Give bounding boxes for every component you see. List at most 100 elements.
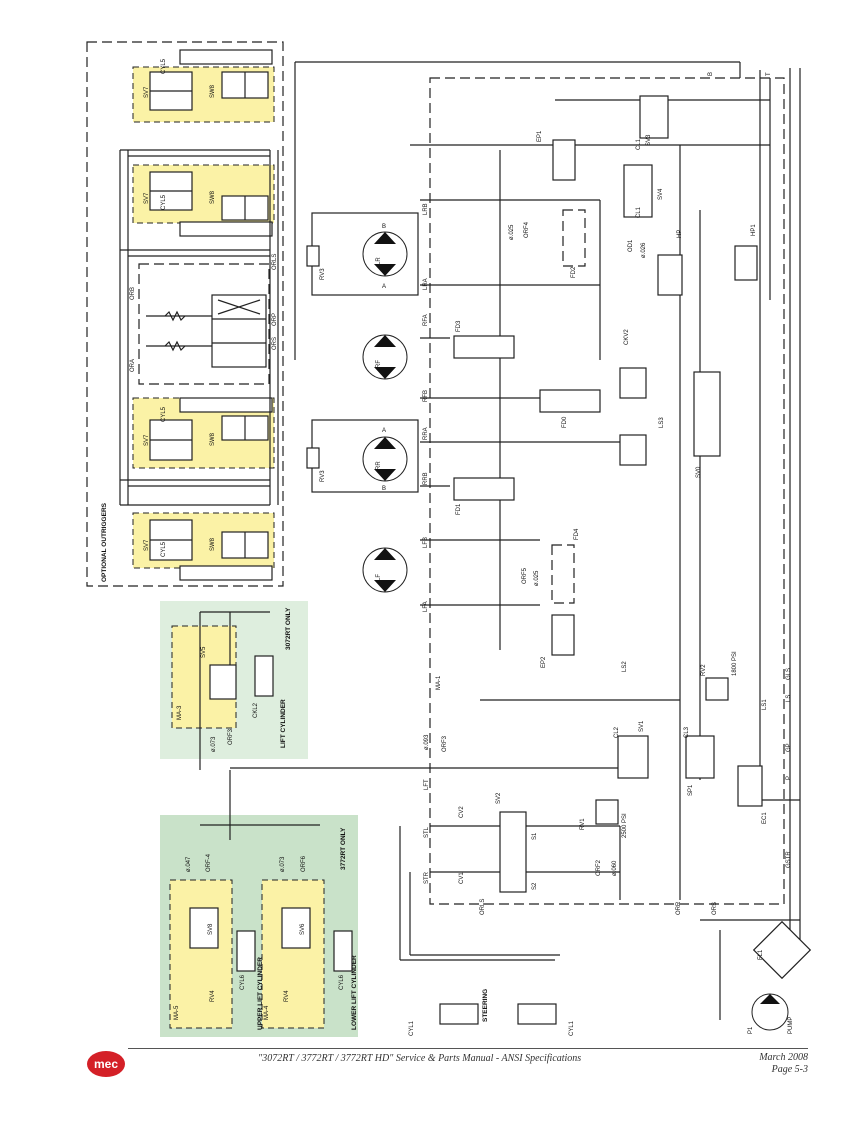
orifice-label: ORF3 bbox=[228, 728, 234, 745]
component-label: OD1 bbox=[628, 239, 634, 252]
orifice-size: ø.073 bbox=[211, 736, 217, 752]
sv-label: SV7 bbox=[144, 86, 150, 98]
outrigger-cylinder-4 bbox=[179, 565, 273, 581]
port-label: LRB bbox=[423, 203, 429, 215]
valve-ckv2-bot bbox=[619, 434, 647, 466]
component-label: SP1 bbox=[688, 784, 694, 796]
component-label: 1800 PSI bbox=[732, 651, 738, 676]
port-label: ORB bbox=[130, 287, 136, 300]
filter-fl1 bbox=[752, 920, 812, 980]
component-label: EP2 bbox=[541, 656, 547, 668]
upper-lift-cylinder bbox=[236, 930, 256, 972]
component-label: ORF5 bbox=[522, 567, 528, 584]
component-label: SV2 bbox=[496, 792, 502, 804]
outrigger-panel bbox=[86, 41, 284, 587]
port-label: B bbox=[708, 72, 714, 76]
port-label: LFA bbox=[423, 601, 429, 612]
pump-group bbox=[751, 920, 812, 1031]
component-label: ø.025 bbox=[509, 224, 515, 240]
sv-label: SV7 bbox=[144, 539, 150, 551]
component-label: LS2 bbox=[622, 661, 628, 672]
component-label: CL2 bbox=[614, 726, 620, 738]
component-label: EC1 bbox=[762, 812, 768, 824]
sv-label: SV7 bbox=[144, 434, 150, 446]
orf-label: ORF6 bbox=[301, 855, 307, 872]
rf-motor-arrow bbox=[374, 335, 396, 379]
outrigger-cylinder-1 bbox=[179, 49, 273, 65]
lr-brake bbox=[306, 245, 320, 267]
valve-fd0 bbox=[539, 389, 601, 413]
model-note: 3772RT ONLY bbox=[340, 827, 347, 870]
port-label: RFA bbox=[423, 314, 429, 326]
port-label: RFB bbox=[423, 390, 429, 402]
outrigger-group bbox=[119, 49, 279, 581]
port-label: ORLS bbox=[480, 899, 486, 915]
port-label: RRB bbox=[423, 472, 429, 485]
port-label: ORA bbox=[130, 359, 136, 372]
valve-sv3 bbox=[639, 95, 669, 139]
valve-hp1 bbox=[734, 245, 758, 281]
component-label: S2 bbox=[532, 882, 538, 890]
rr-brake bbox=[306, 447, 320, 469]
component-label: ø.026 bbox=[641, 242, 647, 258]
lower-lower-valve-box bbox=[261, 879, 325, 1029]
valve-ep1 bbox=[552, 139, 576, 181]
component-label: CKV2 bbox=[624, 329, 630, 345]
steering-cyl-left bbox=[439, 1003, 479, 1025]
check-label: CKL2 bbox=[253, 702, 259, 718]
port-label: LFB bbox=[423, 537, 429, 548]
port-label: LFT bbox=[424, 779, 430, 790]
valve-rv2 bbox=[705, 677, 729, 701]
valve-ckv2-top bbox=[619, 367, 647, 399]
port-label: P bbox=[786, 776, 792, 780]
lift-3072-cylinder bbox=[254, 655, 274, 697]
motors bbox=[306, 212, 419, 593]
component-label: LS3 bbox=[659, 417, 665, 428]
outriggers-title: OPTIONAL OUTRIGGERS bbox=[101, 502, 108, 582]
lower-lift-valve bbox=[281, 907, 311, 949]
motor-label: RF bbox=[376, 360, 382, 368]
sw-label: SW8 bbox=[210, 537, 216, 551]
valve-fd2 bbox=[562, 209, 586, 267]
main-manifold-panel bbox=[429, 77, 785, 905]
outrigger-cylinder-3 bbox=[179, 397, 273, 413]
outrigger-control-valve bbox=[211, 294, 267, 368]
port-label: GSTR bbox=[786, 851, 792, 868]
port-label: GLS bbox=[786, 668, 792, 680]
valve-cl3 bbox=[685, 735, 715, 779]
valve-sv0 bbox=[693, 371, 721, 457]
component-label: CL1 bbox=[636, 206, 642, 218]
sv-label: SV6 bbox=[300, 923, 306, 935]
lr-motor-arrow bbox=[374, 232, 396, 276]
port-label: GP bbox=[786, 743, 792, 752]
component-label: FD1 bbox=[456, 503, 462, 515]
sw-label: SW8 bbox=[210, 432, 216, 446]
rv-label: RV4 bbox=[284, 990, 290, 1002]
motor-label: RR bbox=[376, 461, 382, 470]
pump-arrow bbox=[760, 994, 780, 1004]
cyl-label: CYL5 bbox=[161, 194, 167, 210]
component-label: LS1 bbox=[762, 699, 768, 710]
brake-label: RV3 bbox=[320, 470, 326, 482]
brake-label: RV3 bbox=[320, 268, 326, 280]
sw-label: SW8 bbox=[210, 84, 216, 98]
valve-ep2 bbox=[551, 614, 575, 656]
component-label: ø.025 bbox=[534, 570, 540, 586]
port-label: LS bbox=[786, 695, 792, 702]
port-label: ORS bbox=[712, 902, 718, 915]
component-label: FD2 bbox=[571, 266, 577, 278]
component-label: SV0 bbox=[696, 466, 702, 478]
port-letter: A bbox=[382, 428, 386, 434]
sv-label: SV7 bbox=[144, 192, 150, 204]
footer-title: "3072RT / 3772RT / 3772RT HD" Service & … bbox=[258, 1053, 582, 1064]
lower-upper-valve-box bbox=[169, 879, 233, 1029]
port-label: RRA bbox=[423, 427, 429, 440]
rv-label: RV4 bbox=[210, 990, 216, 1002]
component-label: FD4 bbox=[574, 528, 580, 540]
manifold-label: MA-1 bbox=[436, 675, 442, 690]
port-letter: B bbox=[382, 224, 386, 230]
orifice-size: ø.047 bbox=[186, 856, 192, 872]
component-label: CV2 bbox=[459, 806, 465, 818]
